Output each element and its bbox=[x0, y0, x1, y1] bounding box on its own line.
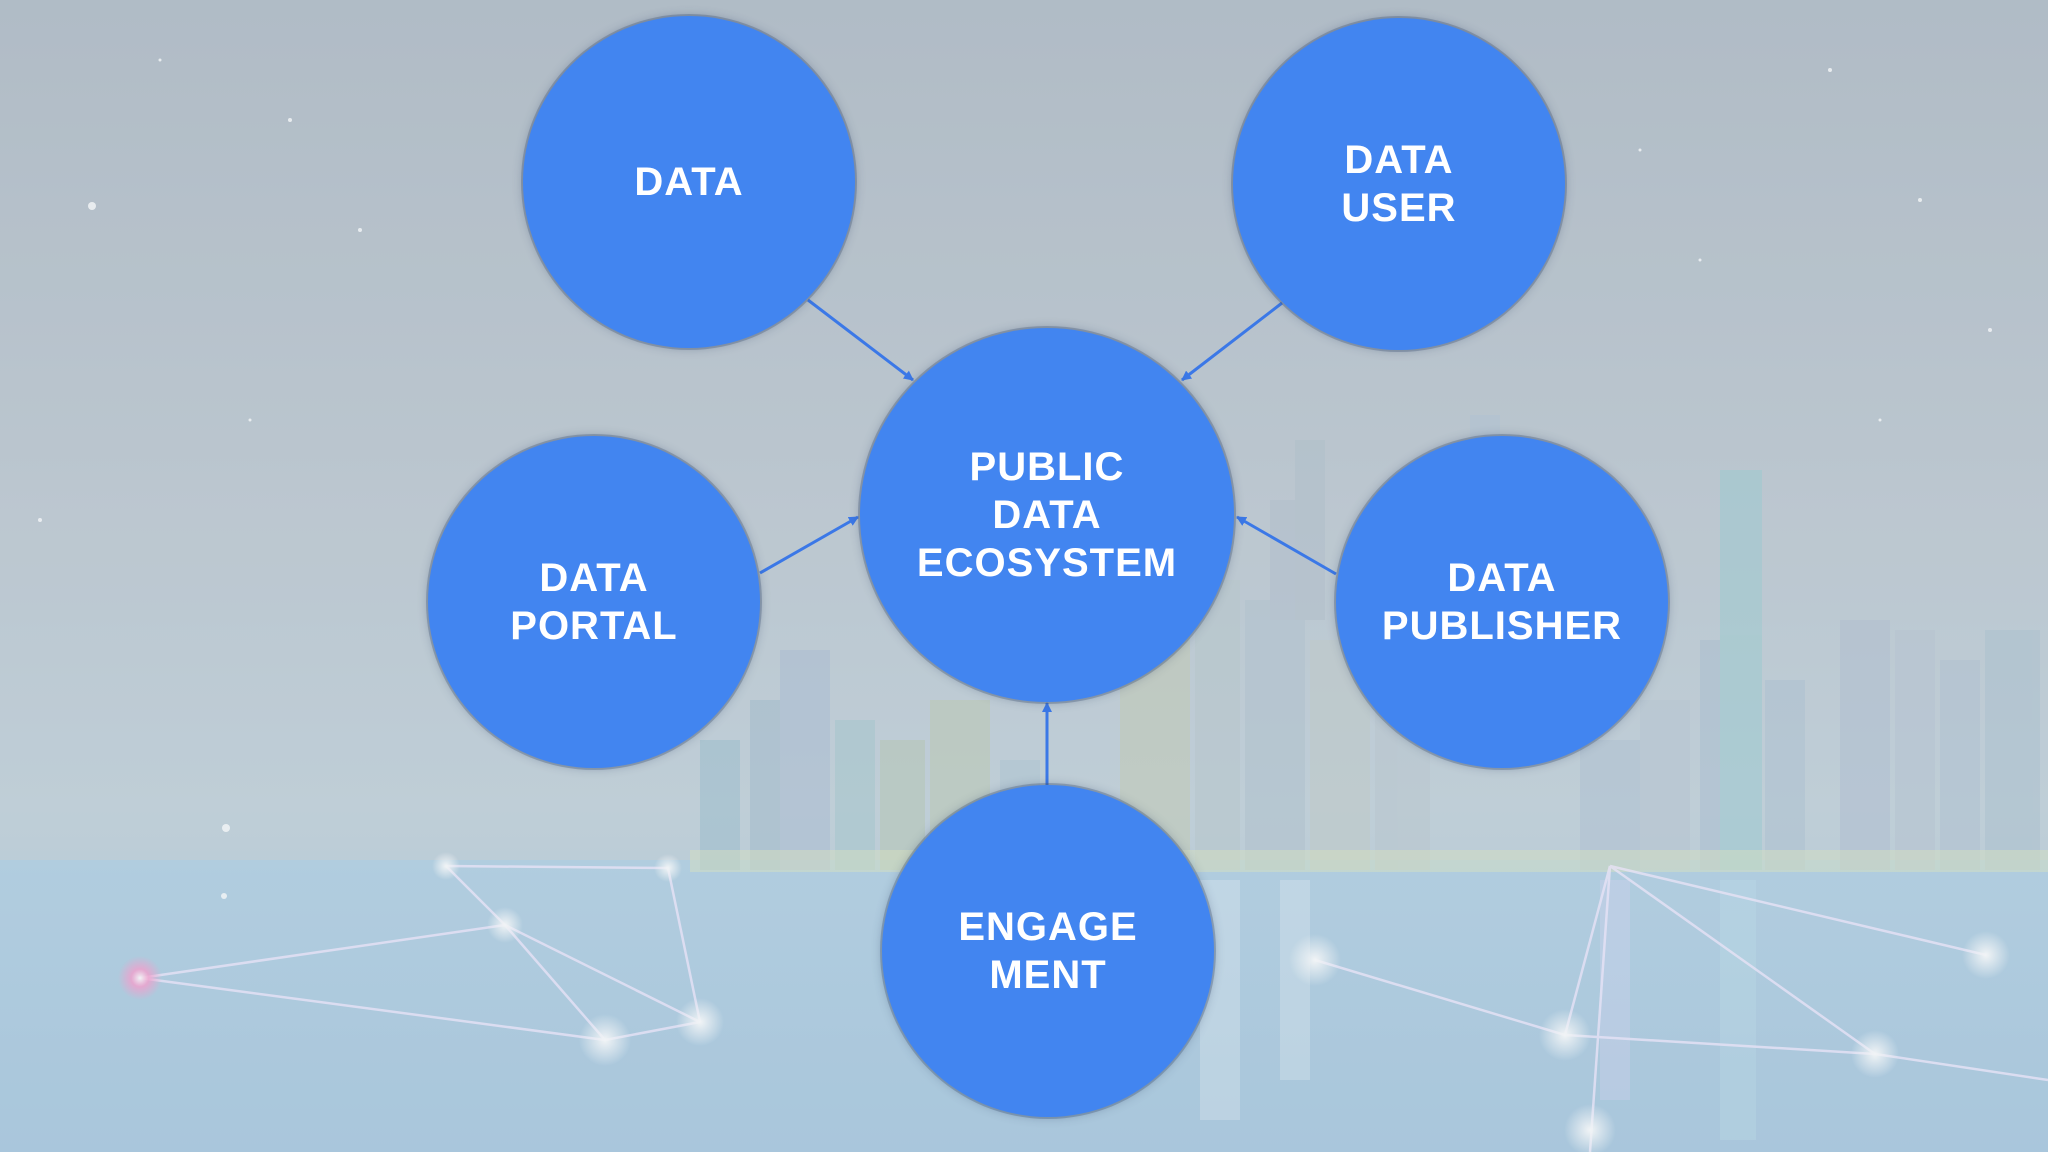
node-data-portal: DATA PORTAL bbox=[428, 436, 760, 768]
node-engagement-label: ENGAGE MENT bbox=[958, 905, 1138, 997]
arrow-data-portal-to-center bbox=[759, 515, 859, 575]
node-data-portal-label: DATA PORTAL bbox=[510, 556, 678, 648]
node-public-data-ecosystem: PUBLIC DATA ECOSYSTEM bbox=[860, 328, 1234, 702]
node-data-publisher-label: DATA PUBLISHER bbox=[1381, 556, 1623, 648]
node-data-label: DATA bbox=[634, 160, 744, 204]
node-data-publisher: DATA PUBLISHER bbox=[1336, 436, 1668, 768]
node-data: DATA bbox=[523, 16, 855, 348]
node-public-data-ecosystem-label: PUBLIC DATA ECOSYSTEM bbox=[916, 445, 1178, 585]
arrow-data-to-center bbox=[807, 298, 914, 382]
arrow-data-user-to-center bbox=[1181, 301, 1283, 382]
arrow-data-publisher-to-center bbox=[1236, 515, 1337, 576]
node-data-user: DATA USER bbox=[1233, 18, 1565, 350]
node-data-user-label: DATA USER bbox=[1341, 138, 1457, 230]
node-engagement: ENGAGE MENT bbox=[882, 785, 1214, 1117]
